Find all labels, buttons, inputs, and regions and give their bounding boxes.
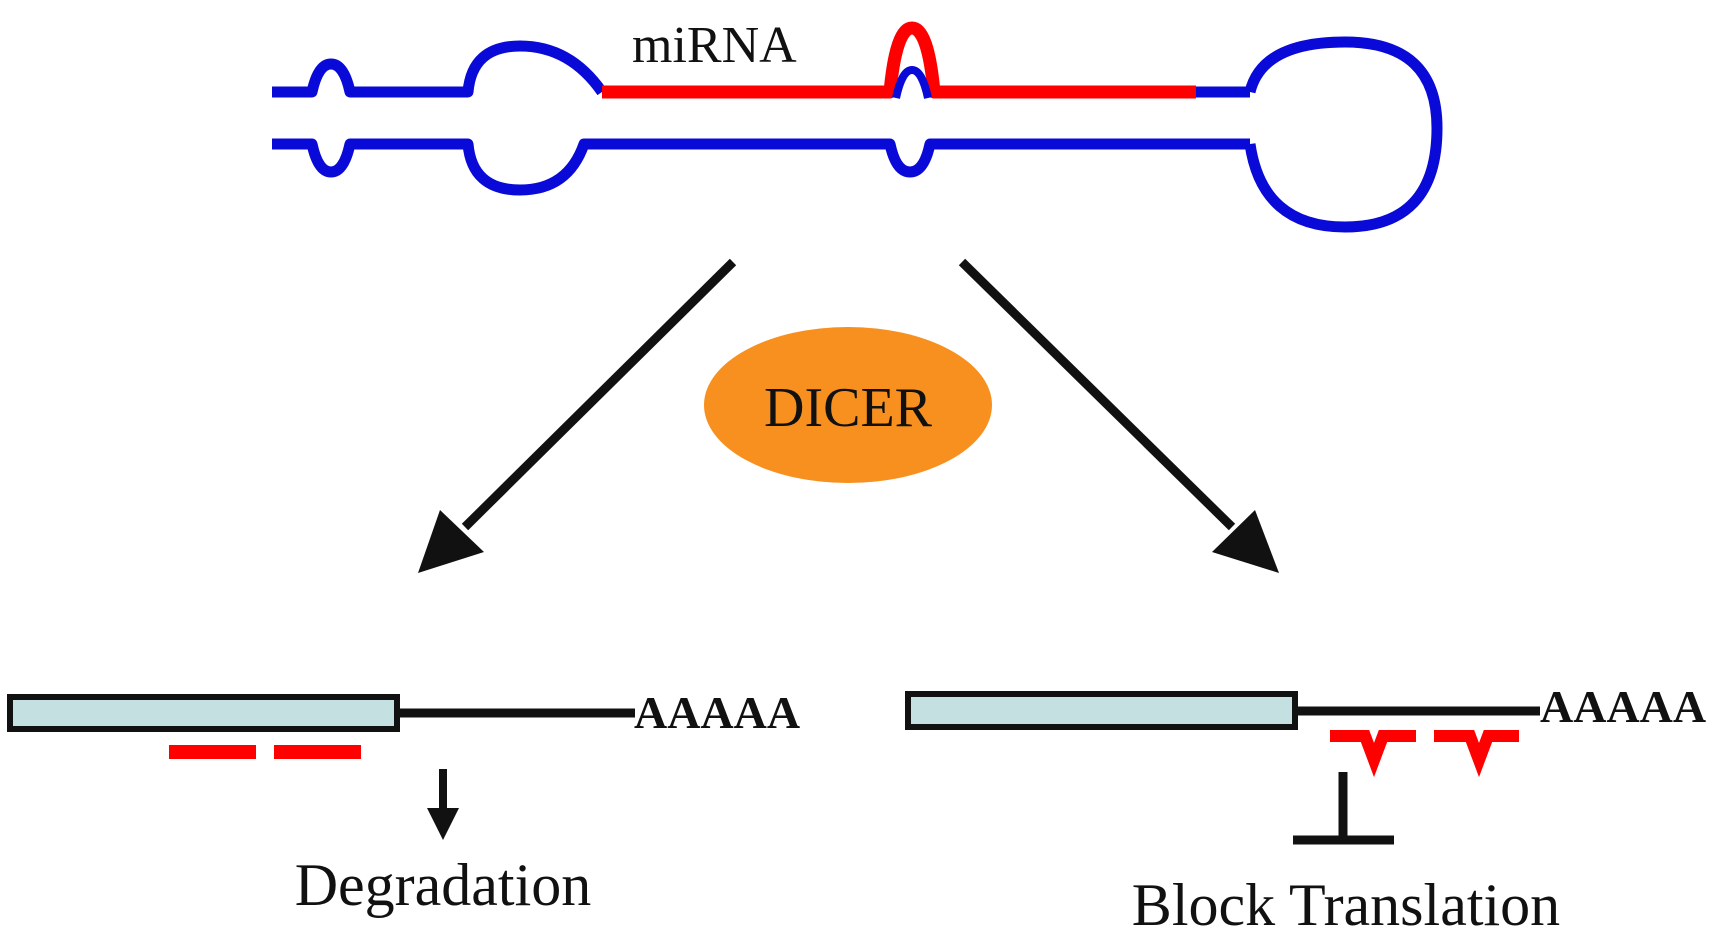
mirna-label: miRNA [632,17,797,74]
mrna-left: AAAAA Degradation [7,687,800,918]
mirna-bound-right-1 [1330,730,1416,778]
top-strand [272,40,607,98]
left-arrow-head [418,510,484,573]
dicer-label: DICER [764,377,933,439]
mirna-bound-left-2 [274,745,361,759]
dicer-enzyme: DICER [704,327,992,483]
degradation-arrow-head [427,808,459,840]
mirna-bound-left-1 [169,745,256,759]
arrows [418,258,1279,573]
terminal-loop [1244,36,1443,233]
block-translation-label: Block Translation [1132,872,1560,931]
mirna-bulge-inner [892,66,932,99]
right-arrow-head [1212,510,1279,573]
bottom-strand [272,138,1250,196]
mirna-strand [602,21,1196,99]
hairpin-precursor [272,21,1443,233]
left-arrow-shaft [461,258,737,531]
mrna-right: AAAAA Block Translation [905,681,1706,931]
polya-right-label: AAAAA [1540,681,1706,732]
right-arrow-shaft [958,258,1236,531]
mrna-left-coding-region [7,694,400,732]
mirna-bound-right-2 [1434,730,1519,778]
dicer-shape [704,327,992,483]
mrna-right-coding-region [905,691,1298,730]
degradation-label: Degradation [295,852,592,918]
polya-left-label: AAAAA [634,687,800,738]
